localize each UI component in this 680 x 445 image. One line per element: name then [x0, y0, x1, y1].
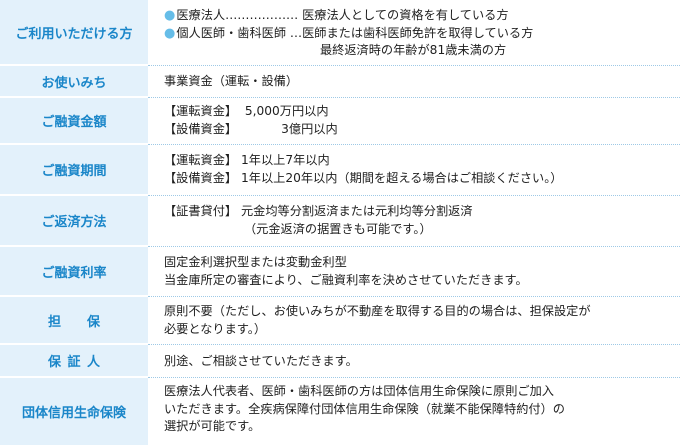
repayment-tag: 【証書貸付】	[164, 204, 238, 218]
row-heading-repayment: ご返済方法	[0, 196, 148, 247]
term-tag: 【運転資金】	[164, 153, 238, 167]
repayment-value: 元金均等分割返済または元利均等分割返済	[241, 204, 473, 218]
purpose-text: 事業資金（運転・設備）	[164, 74, 299, 88]
row-heading-interest: ご融資利率	[0, 247, 148, 297]
eligibility-text: 医師または歯科医師免許を取得している方	[302, 25, 534, 40]
amount-tag: 【運転資金】	[164, 104, 238, 118]
repayment-continuation: （元金返済の据置きも可能です。）	[244, 221, 432, 236]
guarantor-text: 別途、ご相談させていただきます。	[164, 354, 358, 368]
row-heading-amount: ご融資金額	[0, 98, 148, 145]
amount-value: 5,000万円以内	[244, 104, 329, 118]
term-line: 【設備資金】 1年以上20年以内（期間を超える場合はご相談ください。）	[164, 170, 680, 188]
eligibility-label: 個人医師・歯科医師	[176, 25, 287, 40]
term-tag: 【設備資金】	[164, 170, 238, 185]
table-row: ご利用いただける方 ●医療法人……………… 医療法人としての資格を有している方 …	[0, 0, 680, 66]
collateral-line: 原則不要（ただし、お使いみちが不動産を取得する目的の場合は、担保設定が	[164, 304, 591, 318]
term-value: 1年以上7年以内	[241, 153, 330, 167]
repayment-line: 【証書貸付】 元金均等分割返済または元利均等分割返済	[164, 203, 680, 221]
insurance-line: 医療法人代表者、医師・歯科医師の方は団体信用生命保険に原則ご加入	[164, 384, 554, 398]
collateral-line: 必要となります。）	[164, 321, 267, 336]
eligibility-line: ●医療法人……………… 医療法人としての資格を有している方	[164, 7, 680, 25]
row-content-guarantor: 別途、ご相談させていただきます。	[148, 345, 680, 378]
row-heading-term: ご融資期間	[0, 145, 148, 196]
eligibility-label: 医療法人	[176, 8, 226, 22]
bullet-icon: ●	[164, 25, 176, 41]
table-row: お使いみち 事業資金（運転・設備）	[0, 66, 680, 98]
term-value: 1年以上20年以内（期間を超える場合はご相談ください。）	[241, 170, 563, 185]
amount-tag: 【設備資金】	[164, 121, 238, 136]
term-line: 【運転資金】 1年以上7年以内	[164, 152, 680, 170]
row-content-purpose: 事業資金（運転・設備）	[148, 66, 680, 98]
table-row: ご融資期間 【運転資金】 1年以上7年以内 【設備資金】 1年以上20年以内（期…	[0, 145, 680, 196]
leader-dots: ………………	[225, 8, 299, 22]
row-heading-purpose: お使いみち	[0, 66, 148, 98]
row-heading-insurance: 団体信用生命保険	[0, 378, 148, 445]
insurance-line: いただきます。全疾病保障付団体信用生命保険（就業不能保障特約付）の	[164, 401, 565, 416]
eligibility-line: ●個人医師・歯科医師 …医師または歯科医師免許を取得している方	[164, 25, 680, 43]
table-row: ご返済方法 【証書貸付】 元金均等分割返済または元利均等分割返済 （元金返済の据…	[0, 196, 680, 247]
bullet-icon: ●	[164, 8, 176, 23]
table-row: ご融資金額 【運転資金】 5,000万円以内 【設備資金】 3億円以内	[0, 98, 680, 145]
eligibility-continuation: 最終返済時の年齢が81歳未満の方	[320, 43, 507, 57]
row-heading-eligibility: ご利用いただける方	[0, 0, 148, 66]
interest-line: 当金庫所定の審査により、ご融資利率を決めさせていただきます。	[164, 272, 528, 287]
interest-line: 固定金利選択型または変動金利型	[164, 255, 347, 269]
amount-line: 【設備資金】 3億円以内	[164, 121, 680, 139]
leader-dots: …	[289, 25, 303, 40]
amount-value: 3億円以内	[281, 121, 338, 136]
amount-line: 【運転資金】 5,000万円以内	[164, 103, 680, 121]
row-content-insurance: 医療法人代表者、医師・歯科医師の方は団体信用生命保険に原則ご加入 いただきます。…	[148, 378, 680, 445]
row-content-amount: 【運転資金】 5,000万円以内 【設備資金】 3億円以内	[148, 98, 680, 145]
row-content-repayment: 【証書貸付】 元金均等分割返済または元利均等分割返済 （元金返済の据置きも可能で…	[148, 196, 680, 247]
eligibility-text: 医療法人としての資格を有している方	[302, 8, 509, 22]
table-row: ご融資利率 固定金利選択型または変動金利型 当金庫所定の審査により、ご融資利率を…	[0, 247, 680, 297]
row-content-eligibility: ●医療法人……………… 医療法人としての資格を有している方 ●個人医師・歯科医師…	[148, 0, 680, 66]
row-heading-collateral: 担 保	[0, 297, 148, 345]
row-heading-guarantor: 保証人	[0, 345, 148, 378]
table-row: 担 保 原則不要（ただし、お使いみちが不動産を取得する目的の場合は、担保設定が …	[0, 297, 680, 345]
row-content-interest: 固定金利選択型または変動金利型 当金庫所定の審査により、ご融資利率を決めさせてい…	[148, 247, 680, 297]
row-content-term: 【運転資金】 1年以上7年以内 【設備資金】 1年以上20年以内（期間を超える場…	[148, 145, 680, 196]
row-content-collateral: 原則不要（ただし、お使いみちが不動産を取得する目的の場合は、担保設定が 必要とな…	[148, 297, 680, 345]
table-row: 団体信用生命保険 医療法人代表者、医師・歯科医師の方は団体信用生命保険に原則ご加…	[0, 378, 680, 445]
table-row: 保証人 別途、ご相談させていただきます。	[0, 345, 680, 378]
insurance-line: 選択が可能です。	[164, 419, 261, 433]
